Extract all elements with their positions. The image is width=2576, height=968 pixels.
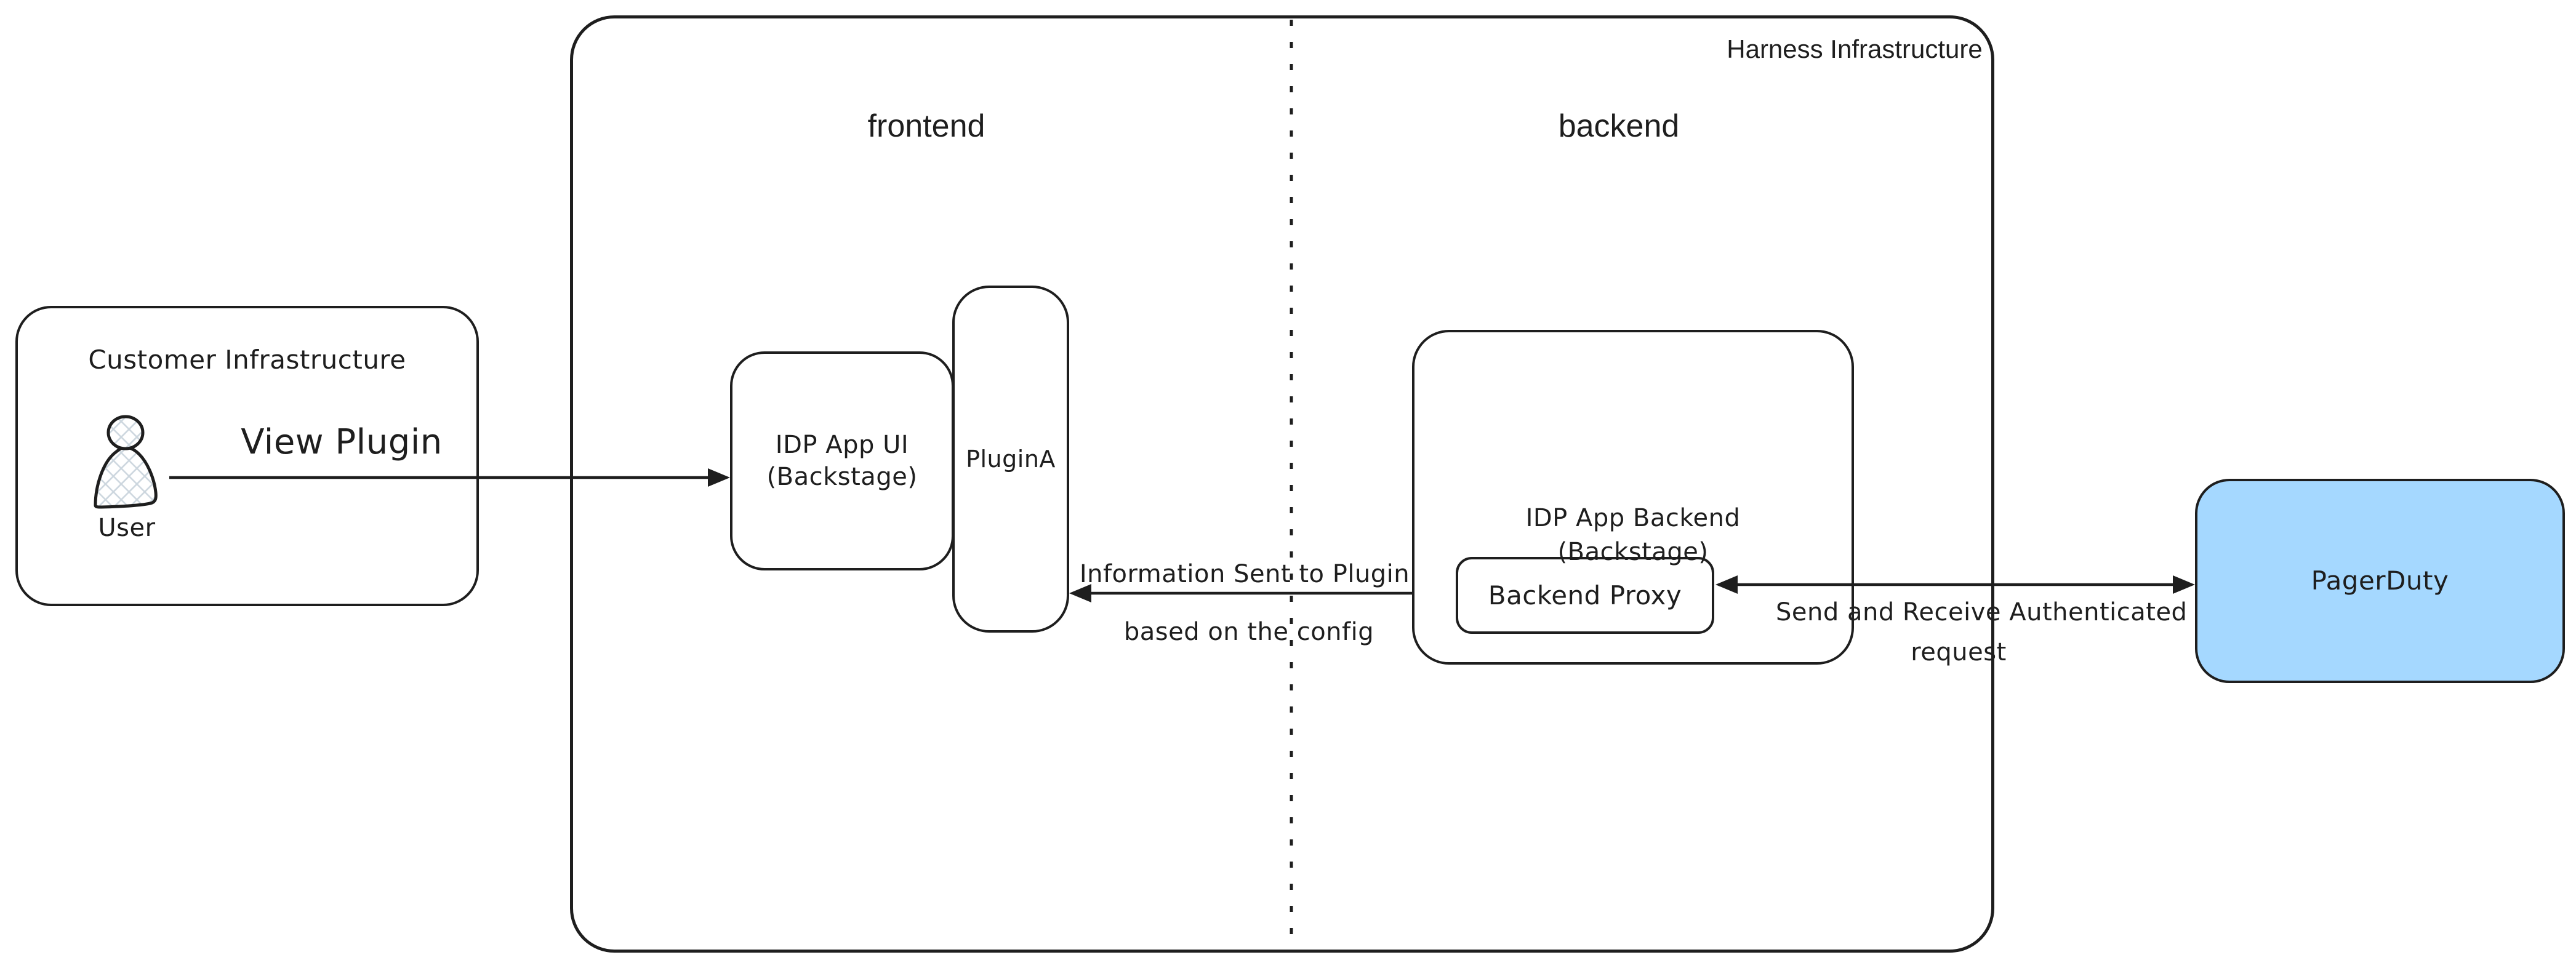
plugin-a-label: PluginA <box>966 446 1056 473</box>
authenticated-arrow-label-line2: request <box>1911 638 2007 666</box>
user-label: User <box>98 514 156 542</box>
plugin-a-box: PluginA <box>952 286 1069 633</box>
backend-zone-label: backend <box>1558 108 1680 144</box>
pagerduty-box: PagerDuty <box>2195 479 2565 683</box>
user-head-shape <box>106 415 145 450</box>
customer-infrastructure-title: Customer Infrastructure <box>88 345 406 375</box>
backend-proxy-label: Backend Proxy <box>1488 580 1682 610</box>
authenticated-arrow-label-line1: Send and Receive Authenticated <box>1776 598 2188 626</box>
backend-proxy-box: Backend Proxy <box>1456 557 1714 634</box>
info-arrow-label-line1: Information Sent to Plugin <box>1079 560 1410 588</box>
pagerduty-label: PagerDuty <box>2311 566 2449 596</box>
harness-infrastructure-box <box>570 15 1994 953</box>
frontend-zone-label: frontend <box>867 108 985 144</box>
view-plugin-arrow-label: View Plugin <box>241 422 443 462</box>
idp-app-ui-label: IDP App UI (Backstage) <box>766 431 918 491</box>
user-icon <box>94 415 158 509</box>
customer-infrastructure-box <box>15 306 479 606</box>
idp-app-ui-box: IDP App UI (Backstage) <box>730 351 954 570</box>
user-body-shape <box>94 446 158 509</box>
harness-infrastructure-title: Harness Infrastructure <box>1727 34 1983 63</box>
info-arrow-label-line2: based on the config <box>1123 618 1374 646</box>
idp-app-backend-label: IDP App Backend (Backstage) <box>1525 504 1741 566</box>
arrowhead-right <box>2173 575 2195 594</box>
